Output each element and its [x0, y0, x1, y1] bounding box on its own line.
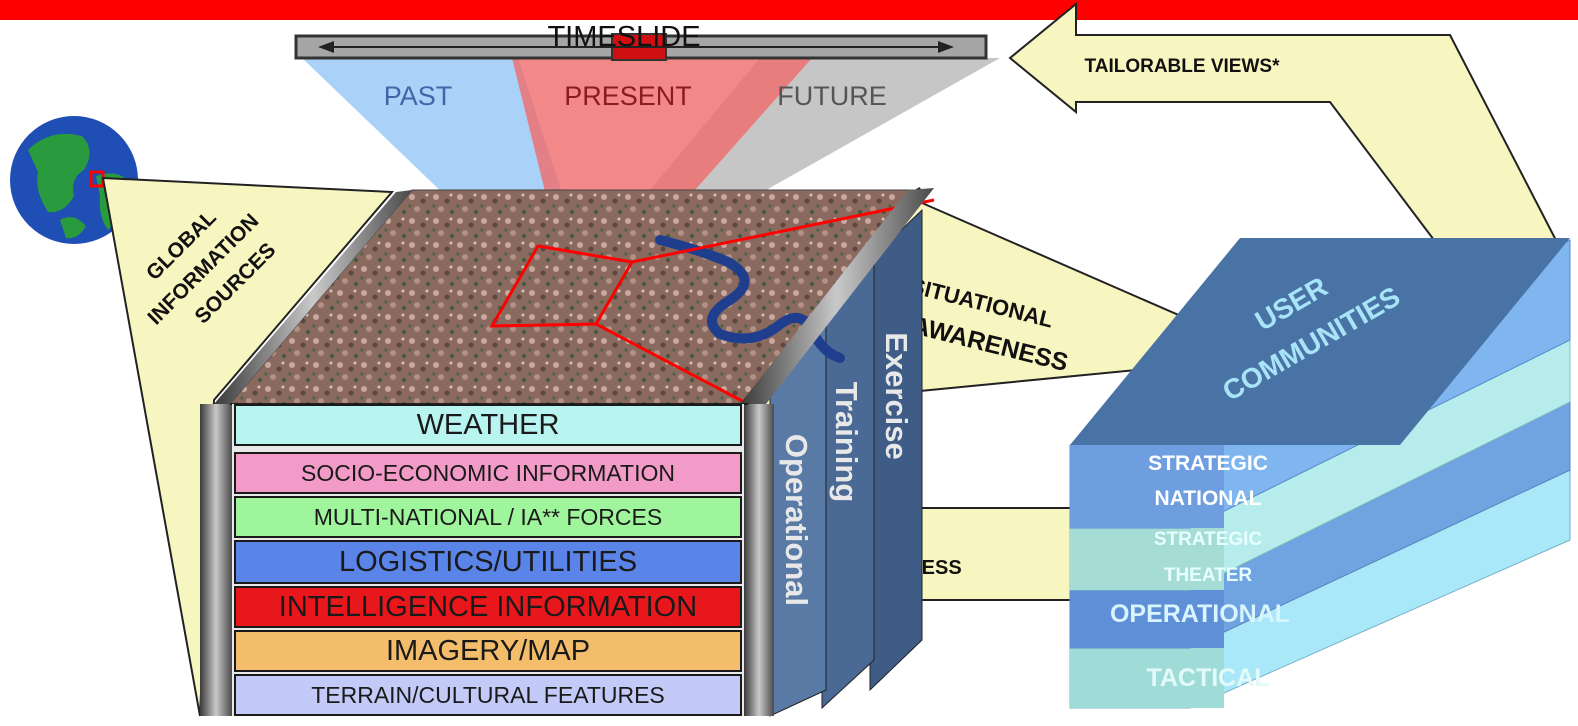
layer-logistics-utilities-label: LOGISTICS/UTILITIES: [338, 545, 638, 578]
user-communities-top: [1070, 238, 1570, 445]
layer-intelligence-information: INTELLIGENCE INFORMATION: [234, 586, 742, 628]
global-sources-funnel: [101, 176, 395, 717]
strategic-theater-line-2: THEATER: [1164, 565, 1253, 586]
cube-right-post-diagonal: [740, 188, 934, 404]
strategic-national-line-1: STRATEGIC: [1148, 452, 1268, 475]
cube-right-post: [744, 404, 774, 716]
layer-intelligence-information-label: INTELLIGENCE INFORMATION: [278, 590, 698, 623]
layer-multi-national-forces-label: MULTI-NATIONAL / IA** FORCES: [313, 503, 663, 530]
zoom-leader-line-2: [595, 322, 749, 406]
mode-operational-label: Operational: [779, 434, 814, 606]
layer-terrain-cultural-features: TERRAIN/CULTURAL FEATURES: [234, 674, 742, 716]
operational-tier-label: OPERATIONAL: [1110, 600, 1290, 628]
timeslide-arrow-left: [318, 41, 334, 53]
layer-multi-national-forces: MULTI-NATIONAL / IA** FORCES: [234, 496, 742, 538]
strategic-theater-tier[interactable]: [1070, 528, 1224, 590]
layer-terrain-cultural-features-label: TERRAIN/CULTURAL FEATURES: [311, 681, 665, 708]
top-banner-bar: [0, 0, 1578, 20]
layer-weather: WEATHER: [234, 404, 742, 446]
layer-weather-label: WEATHER: [416, 408, 560, 441]
tactical-tier[interactable]: [1070, 648, 1224, 708]
cube-left-post: [200, 404, 232, 716]
strategic-national-tier[interactable]: [1070, 445, 1224, 528]
strategic-theater-line-1: STRATEGIC: [1154, 529, 1263, 550]
layer-logistics-utilities: LOGISTICS/UTILITIES: [234, 540, 742, 584]
operational-tier[interactable]: [1070, 590, 1224, 648]
time-zone-future: FUTURE: [777, 81, 887, 111]
layer-imagery-map: IMAGERY/MAP: [234, 630, 742, 672]
time-zone-past: PAST: [384, 81, 453, 111]
layer-socio-economic-label: SOCIO-ECONOMIC INFORMATION: [301, 459, 675, 486]
mode-training-label: Training: [829, 382, 864, 503]
cube-back-post: [214, 190, 412, 404]
time-zone-present: PRESENT: [564, 81, 692, 111]
layer-imagery-map-label: IMAGERY/MAP: [385, 634, 591, 667]
timeslide-arrow-right: [938, 41, 954, 53]
user-communities-stack: [1069, 238, 1571, 709]
layer-socio-economic: SOCIO-ECONOMIC INFORMATION: [234, 452, 742, 494]
strategic-national-line-2: NATIONAL: [1155, 487, 1262, 510]
tactical-tier-label: TACTICAL: [1146, 664, 1269, 692]
mode-exercise-label: Exercise: [879, 332, 914, 460]
timeslide-label: TIMESLIDE: [547, 21, 700, 53]
tailorable-views-arrow: [1008, 1, 1562, 249]
tailorable-views-label: TAILORABLE VIEWS*: [1085, 56, 1281, 77]
zoom-leader-line: [631, 198, 935, 264]
